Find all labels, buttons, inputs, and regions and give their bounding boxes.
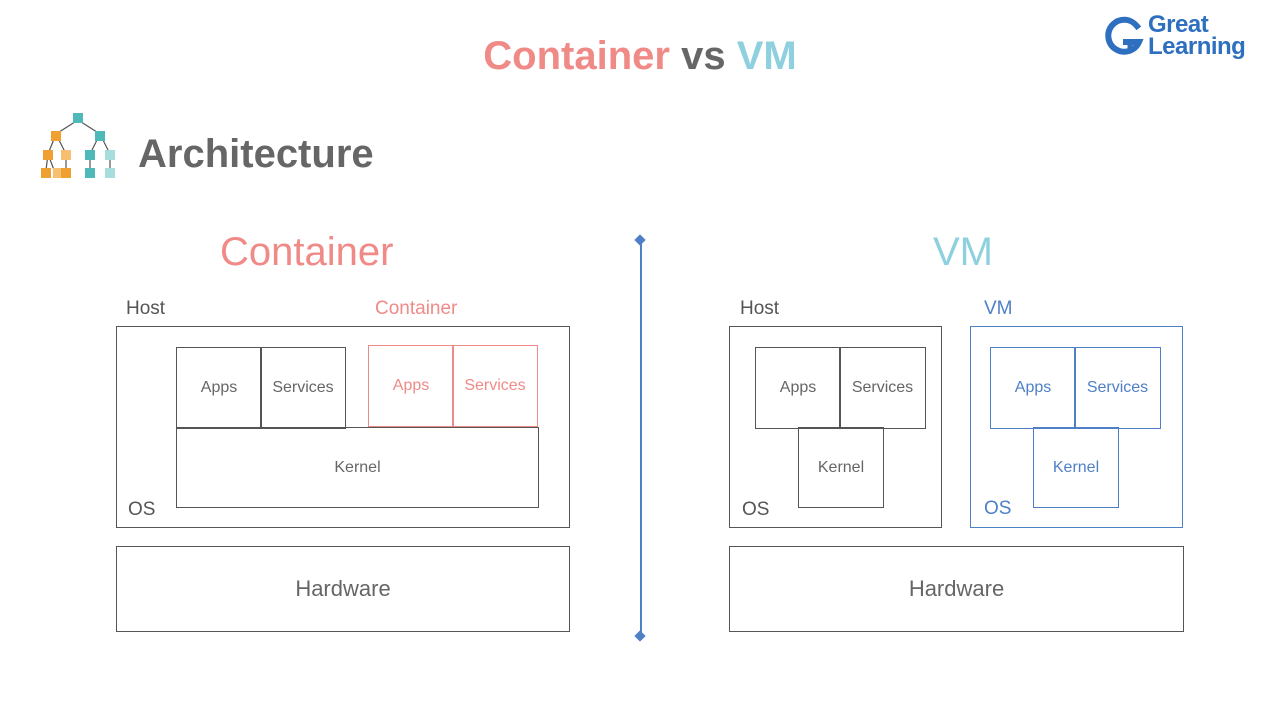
vm-os-label: OS [984,498,1012,519]
vm-apps: Apps [990,347,1076,429]
title-container: Container [483,34,670,78]
container-diagram-title: Container [220,230,394,274]
divider-bottom-dot [634,630,646,642]
vm-host-services: Services [839,347,926,429]
section-title: Architecture [138,132,374,176]
vm-host-kernel: Kernel [798,427,884,508]
title-vs: vs [681,34,726,78]
container-host-apps: Apps [176,347,262,429]
vm-services: Services [1074,347,1161,429]
vm-label: VM [984,298,1013,319]
vm-host-box [729,326,942,528]
hierarchy-tree-icon [41,113,115,178]
title-vm: VM [736,34,797,78]
vm-host-os-label: OS [742,499,770,520]
slide-title: Container vs VM [0,34,1280,79]
container-label: Container [375,298,458,319]
container-kernel: Kernel [176,427,539,508]
vm-diagram-title: VM [933,230,993,274]
container-os-label: OS [128,499,156,520]
container-host-box [116,326,570,528]
vm-box [970,326,1183,528]
vm-kernel: Kernel [1033,427,1119,508]
great-learning-logo: Great Learning [1104,11,1264,66]
vm-host-label: Host [740,298,780,319]
container-apps: Apps [368,345,454,427]
logo-text: Great Learning [1148,11,1246,60]
vm-hardware: Hardware [729,546,1184,632]
container-host-label: Host [126,298,166,319]
logo-line1: Great [1148,11,1209,38]
container-host-services: Services [260,347,346,429]
vm-host-apps: Apps [755,347,841,429]
container-hardware: Hardware [116,546,570,632]
container-services: Services [452,345,538,427]
logo-line2: Learning [1148,33,1246,60]
diagram-divider [640,240,642,636]
g-logo-icon [1105,16,1144,55]
divider-top-dot [634,234,646,246]
